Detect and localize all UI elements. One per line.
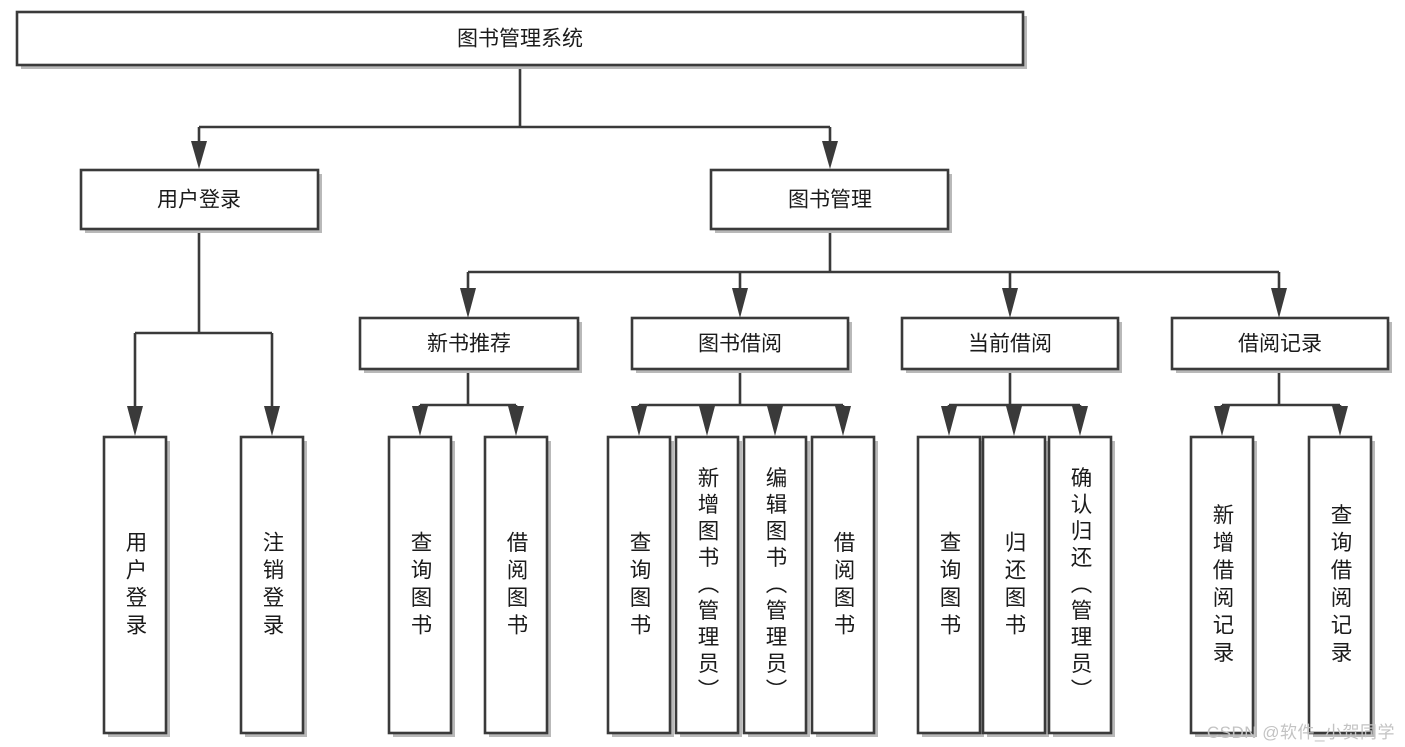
arrow-head-new-book-rec <box>460 288 476 318</box>
arrow-head-leaf-query-record <box>1332 406 1348 436</box>
node-leaf-add-book-box[interactable] <box>674 435 740 735</box>
node-leaf-edit-book[interactable]: 编辑图书（管理员） <box>742 435 810 737</box>
arrow-head-book-manage <box>822 141 838 169</box>
arrow-head-leaf-confirm-return <box>1072 406 1088 436</box>
arrow-head-leaf-borrow-book-1 <box>508 406 524 436</box>
node-leaf-borrow-book-2-box[interactable] <box>810 435 876 735</box>
node-leaf-user-login[interactable]: 用户登录 <box>102 435 170 737</box>
node-leaf-query-record-label: 查询借阅记录 <box>1328 503 1352 668</box>
node-leaf-query-book-3-label: 查询图书 <box>937 531 961 641</box>
connector-layer <box>127 67 1348 436</box>
arrow-head-borrow-record <box>1271 288 1287 318</box>
node-borrow-record-label: 借阅记录 <box>1238 333 1322 356</box>
node-leaf-query-book-1-label: 查询图书 <box>408 531 432 641</box>
node-leaf-borrow-book-2[interactable]: 借阅图书 <box>810 435 878 737</box>
node-leaf-return-book-box[interactable] <box>981 435 1047 735</box>
node-root-label: 图书管理系统 <box>457 28 583 51</box>
arrow-head-leaf-edit-book <box>767 406 783 436</box>
node-current-borrow[interactable]: 当前借阅 <box>900 316 1122 373</box>
node-book-manage-label: 图书管理 <box>788 189 872 212</box>
node-user-login-label: 用户登录 <box>157 189 241 212</box>
arrow-head-leaf-logout <box>264 406 280 436</box>
node-borrow-record-box[interactable] <box>1170 316 1390 371</box>
node-leaf-logout[interactable]: 注销登录 <box>239 435 307 737</box>
arrow-head-leaf-query-book-2 <box>631 406 647 436</box>
arrow-head-leaf-return-book <box>1006 406 1022 436</box>
node-leaf-confirm-return[interactable]: 确认归还（管理员） <box>1047 435 1115 737</box>
node-new-book-rec[interactable]: 新书推荐 <box>358 316 582 373</box>
node-book-manage-box[interactable] <box>709 168 950 231</box>
node-leaf-add-record-label: 新增借阅记录 <box>1210 503 1234 668</box>
node-leaf-query-book-3-box[interactable] <box>916 435 982 735</box>
node-new-book-rec-label: 新书推荐 <box>427 333 511 356</box>
node-leaf-logout-box[interactable] <box>239 435 305 735</box>
arrow-head-current-borrow <box>1002 288 1018 318</box>
node-leaf-add-record-box[interactable] <box>1189 435 1255 735</box>
node-leaf-query-record-box[interactable] <box>1307 435 1373 735</box>
node-book-manage[interactable]: 图书管理 <box>709 168 952 233</box>
arrow-head-leaf-add-record <box>1214 406 1230 436</box>
node-user-login-box[interactable] <box>79 168 320 231</box>
node-leaf-add-book-label: 新增图书（管理员） <box>695 467 719 706</box>
node-root-box[interactable] <box>15 10 1025 67</box>
node-leaf-return-book-label: 归还图书 <box>1002 531 1026 641</box>
arrow-head-book-borrow <box>732 288 748 318</box>
node-leaf-query-book-1-box[interactable] <box>387 435 453 735</box>
node-leaf-confirm-return-label: 确认归还（管理员） <box>1068 467 1092 706</box>
node-current-borrow-label: 当前借阅 <box>968 333 1052 356</box>
node-leaf-query-book-2-label: 查询图书 <box>627 531 651 641</box>
node-leaf-borrow-book-1-label: 借阅图书 <box>504 531 528 641</box>
node-book-borrow-box[interactable] <box>630 316 850 371</box>
node-leaf-borrow-book-1-box[interactable] <box>483 435 549 735</box>
arrow-head-user-login <box>191 141 207 169</box>
node-leaf-query-book-2[interactable]: 查询图书 <box>606 435 674 737</box>
node-leaf-edit-book-box[interactable] <box>742 435 808 735</box>
node-leaf-user-login-box[interactable] <box>102 435 168 735</box>
node-leaf-borrow-book-2-label: 借阅图书 <box>831 531 855 641</box>
node-leaf-query-record[interactable]: 查询借阅记录 <box>1307 435 1375 737</box>
node-leaf-user-login-label: 用户登录 <box>123 531 147 641</box>
node-leaf-logout-label: 注销登录 <box>260 531 284 641</box>
node-user-login[interactable]: 用户登录 <box>79 168 322 233</box>
node-leaf-edit-book-label: 编辑图书（管理员） <box>763 467 787 706</box>
node-leaf-add-book[interactable]: 新增图书（管理员） <box>674 435 742 737</box>
arrow-head-leaf-query-book-1 <box>412 406 428 436</box>
node-borrow-record[interactable]: 借阅记录 <box>1170 316 1392 373</box>
node-leaf-add-record[interactable]: 新增借阅记录 <box>1189 435 1257 737</box>
arrow-head-leaf-user-login <box>127 406 143 436</box>
node-leaf-confirm-return-box[interactable] <box>1047 435 1113 735</box>
node-book-borrow-label: 图书借阅 <box>698 333 782 356</box>
node-leaf-query-book-1[interactable]: 查询图书 <box>387 435 455 737</box>
arrow-head-leaf-query-book-3 <box>941 406 957 436</box>
node-root[interactable]: 图书管理系统 <box>15 10 1027 69</box>
node-book-borrow[interactable]: 图书借阅 <box>630 316 852 373</box>
arrow-head-leaf-borrow-book-2 <box>835 406 851 436</box>
node-new-book-rec-box[interactable] <box>358 316 580 371</box>
node-current-borrow-box[interactable] <box>900 316 1120 371</box>
node-leaf-query-book-2-box[interactable] <box>606 435 672 735</box>
node-leaf-return-book[interactable]: 归还图书 <box>981 435 1049 737</box>
arrow-head-leaf-add-book <box>699 406 715 436</box>
node-leaf-query-book-3[interactable]: 查询图书 <box>916 435 984 737</box>
node-leaf-borrow-book-1[interactable]: 借阅图书 <box>483 435 551 737</box>
